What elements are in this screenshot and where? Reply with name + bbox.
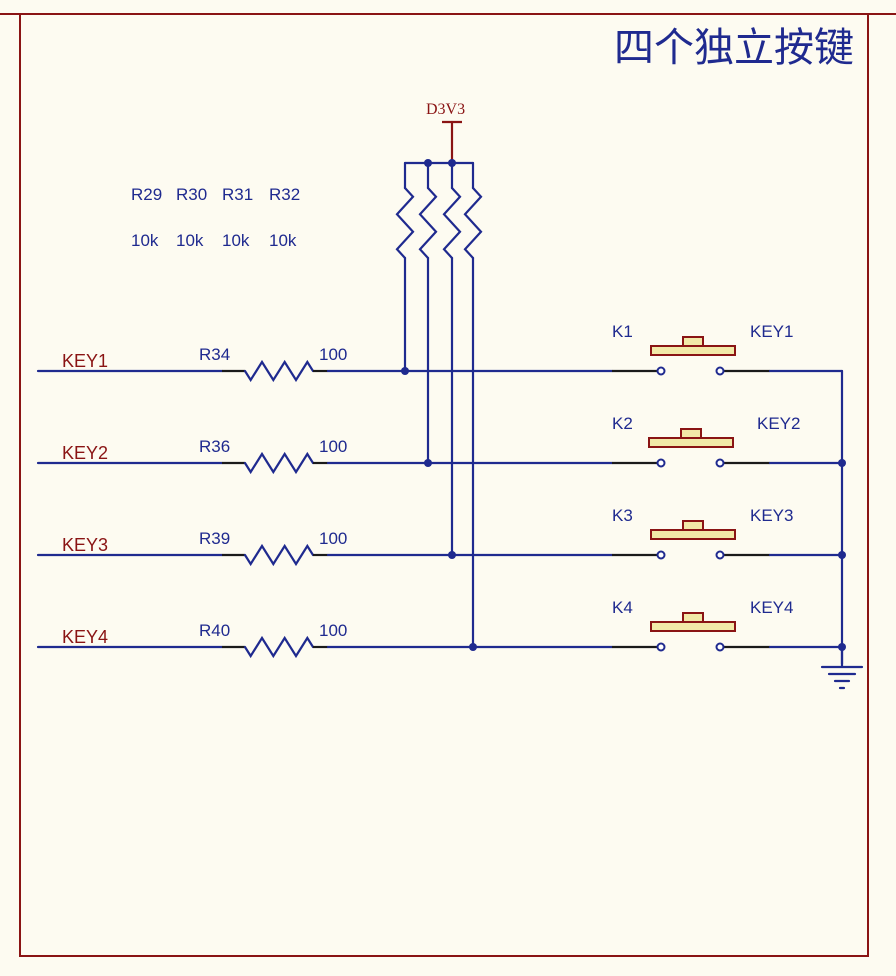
resistor-icon (418, 186, 438, 260)
resistor-ref: R39 (199, 529, 230, 548)
net-label: KEY3 (62, 535, 108, 555)
pullup-ref-r29: R29 (131, 185, 162, 204)
switch-net-label: KEY3 (750, 506, 793, 525)
resistor-value: 100 (319, 437, 347, 456)
resistor-icon (395, 186, 415, 260)
junction-dot (401, 367, 409, 375)
pushbutton-icon (650, 336, 736, 376)
switch-ref: K2 (612, 414, 633, 433)
resistor-value: 100 (319, 621, 347, 640)
pullup-ref-r32: R32 (269, 185, 300, 204)
switch-ref: K1 (612, 322, 633, 341)
sheet-frame (19, 13, 869, 957)
pullup-val-r31: 10k (222, 231, 250, 250)
pushbutton-icon (650, 520, 736, 560)
pullup-ref-r31: R31 (222, 185, 253, 204)
switch-ref: K3 (612, 506, 633, 525)
junction-dot (469, 643, 477, 651)
switch-net-label: KEY4 (750, 598, 793, 617)
pullup-resistor (395, 161, 415, 373)
junction-dot (424, 459, 432, 467)
resistor-icon (442, 186, 462, 260)
switch-ref: K4 (612, 598, 633, 617)
net-label: KEY4 (62, 627, 108, 647)
pullup-resistor (418, 161, 438, 465)
switch-net-label: KEY2 (757, 414, 800, 433)
resistor-icon (243, 543, 315, 567)
resistor-icon (243, 635, 315, 659)
pullup-val-r32: 10k (269, 231, 297, 250)
pullup-refs: R29 R30 R31 R32 (131, 185, 300, 204)
junction-dot (838, 643, 846, 651)
resistor-icon (243, 359, 315, 383)
pullup-values: 10k 10k 10k 10k (131, 231, 297, 250)
resistor-value: 100 (319, 529, 347, 548)
resistor-value: 100 (319, 345, 347, 364)
power-port-icon (442, 120, 462, 164)
junction-dot (838, 459, 846, 467)
pullup-resistor (463, 161, 483, 649)
pushbutton-icon (650, 612, 736, 652)
net-label: KEY2 (62, 443, 108, 463)
pushbutton-icon (648, 428, 734, 468)
junction-dot (448, 551, 456, 559)
pullup-resistor (442, 161, 462, 557)
power-label: D3V3 (426, 101, 465, 118)
pullup-val-r30: 10k (176, 231, 204, 250)
resistor-ref: R36 (199, 437, 230, 456)
resistor-icon (463, 186, 483, 260)
switch-net-label: KEY1 (750, 322, 793, 341)
junction-dot (838, 551, 846, 559)
ground-icon (820, 643, 864, 690)
net-label: KEY1 (62, 351, 108, 371)
sheet-title: 四个独立按键 (614, 25, 854, 71)
pullup-ref-r30: R30 (176, 185, 207, 204)
pullup-val-r29: 10k (131, 231, 159, 250)
resistor-icon (243, 451, 315, 475)
resistor-ref: R34 (199, 345, 230, 364)
resistor-ref: R40 (199, 621, 230, 640)
